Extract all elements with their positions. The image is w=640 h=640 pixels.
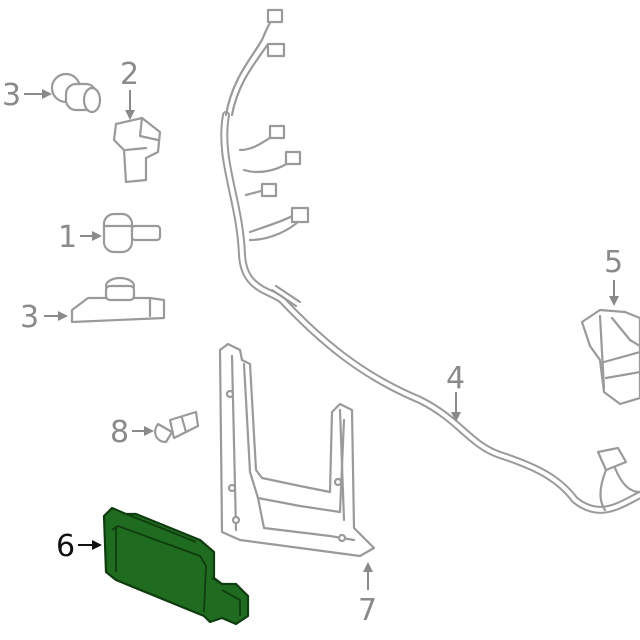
part-5-bracket[interactable] bbox=[580, 308, 640, 406]
part-3-sensor-upper[interactable] bbox=[50, 72, 102, 114]
part-2-sensor[interactable] bbox=[112, 116, 162, 184]
wiring-harness[interactable] bbox=[220, 8, 640, 514]
callout-7: 7 bbox=[358, 593, 377, 628]
part-1-sensor[interactable] bbox=[102, 212, 162, 254]
callout-6: 6 bbox=[56, 529, 75, 564]
callout-2: 2 bbox=[120, 57, 139, 92]
callout-8: 8 bbox=[110, 415, 129, 450]
callout-5: 5 bbox=[604, 245, 623, 280]
callout-1: 1 bbox=[58, 220, 77, 255]
callout-3-upper: 3 bbox=[2, 78, 21, 113]
part-3-bracket-lower[interactable] bbox=[70, 276, 166, 324]
callout-arrows bbox=[24, 89, 619, 590]
part-8-bolt[interactable] bbox=[154, 410, 200, 444]
callout-3-lower: 3 bbox=[20, 300, 39, 335]
part-7-mounting-bracket[interactable] bbox=[218, 342, 376, 558]
callout-4: 4 bbox=[446, 361, 465, 396]
part-6-module-highlighted[interactable] bbox=[102, 506, 250, 626]
